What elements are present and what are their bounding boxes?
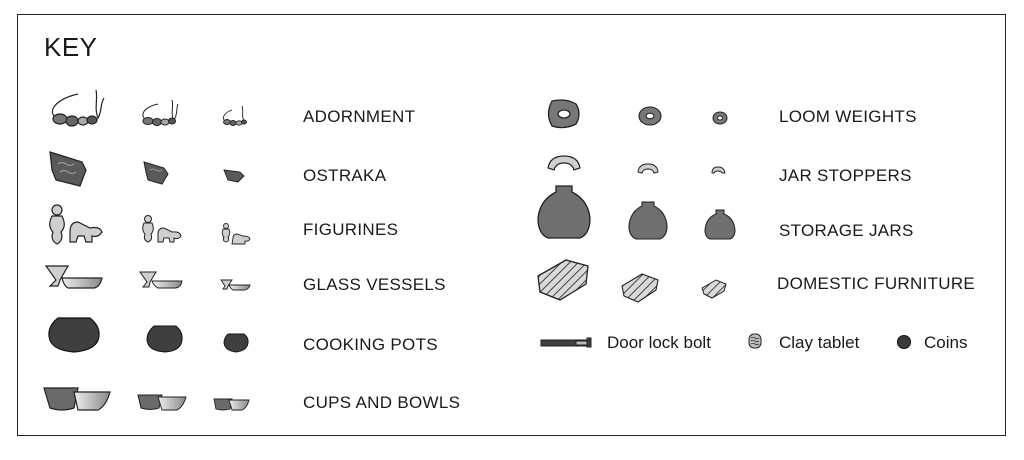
glass-vessel-icon xyxy=(139,271,183,289)
jar-stopper-icon xyxy=(547,155,581,171)
cooking-pot-icon xyxy=(223,333,249,353)
furniture-icon xyxy=(701,279,727,299)
label-coins: Coins xyxy=(924,333,968,352)
label-adornment: ADORNMENT xyxy=(303,107,416,126)
door-lock-bolt-icon xyxy=(540,337,592,348)
key-title: KEY xyxy=(44,32,98,62)
cooking-pot-icon xyxy=(48,317,100,353)
label-loom-weights: LOOM WEIGHTS xyxy=(779,107,917,126)
necklace-icon xyxy=(142,99,179,126)
cooking-pot-icon xyxy=(146,325,183,353)
glass-vessel-icon xyxy=(220,279,251,291)
cup-bowl-icon xyxy=(137,394,187,411)
figurine-icon xyxy=(221,223,251,245)
loom-weight-icon xyxy=(712,111,728,125)
storage-jar-icon xyxy=(537,185,591,239)
cup-bowl-icon xyxy=(43,387,111,411)
storage-jar-icon xyxy=(704,209,736,240)
glass-vessel-icon xyxy=(44,265,103,289)
loom-weight-icon xyxy=(638,106,662,126)
ostraka-icon xyxy=(143,161,169,185)
label-domestic-furniture: DOMESTIC FURNITURE xyxy=(777,274,976,293)
ostraka-icon xyxy=(223,169,245,183)
label-cups-and-bowls: CUPS AND BOWLS xyxy=(303,393,461,412)
label-jar-stoppers: JAR STOPPERS xyxy=(779,166,912,185)
label-door-lock-bolt: Door lock bolt xyxy=(607,333,711,352)
label-figurines: FIGURINES xyxy=(303,220,399,239)
label-ostraka: OSTRAKA xyxy=(303,166,387,185)
figurine-icon xyxy=(142,215,182,243)
label-storage-jars: STORAGE JARS xyxy=(779,221,914,240)
jar-stopper-icon xyxy=(637,163,659,174)
necklace-icon xyxy=(51,89,105,127)
jar-stopper-icon xyxy=(711,166,726,174)
label-glass-vessels: GLASS VESSELS xyxy=(303,275,446,294)
cup-bowl-icon xyxy=(213,398,250,411)
necklace-icon xyxy=(223,105,247,126)
loom-weight-icon xyxy=(547,99,580,129)
storage-jar-icon xyxy=(628,201,668,240)
figurine-icon xyxy=(49,204,103,245)
furniture-icon xyxy=(621,273,659,303)
key-frame xyxy=(17,14,1006,436)
furniture-icon xyxy=(537,259,589,301)
clay-tablet-icon xyxy=(748,333,762,349)
label-clay-tablet: Clay tablet xyxy=(779,333,860,352)
label-cooking-pots: COOKING POTS xyxy=(303,335,438,354)
ostraka-icon xyxy=(49,151,87,187)
coin-icon xyxy=(897,335,911,349)
